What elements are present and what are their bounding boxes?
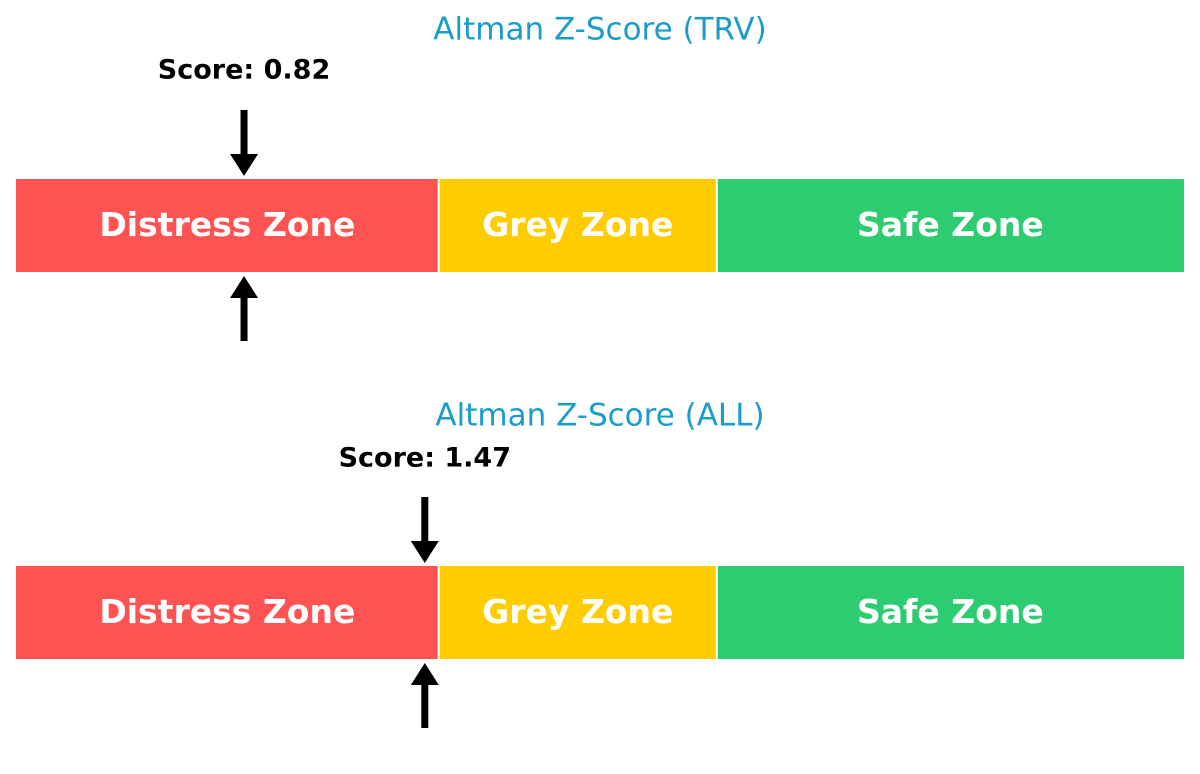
score-arrow-down-icon [230, 154, 259, 176]
score-label: Score: 0.82 [158, 55, 330, 86]
zone-label: Grey Zone [482, 205, 673, 244]
score-label: Score: 1.47 [339, 443, 511, 474]
score-arrow-down-icon [410, 541, 439, 563]
zone-label: Grey Zone [482, 592, 673, 631]
zone-bar-grey-zone [438, 566, 717, 659]
zone-bar-safe-zone [716, 179, 1184, 272]
score-arrow-up-icon [410, 663, 439, 685]
zone-label: Safe Zone [857, 592, 1044, 631]
zone-bar-distress-zone [16, 566, 439, 659]
zone-bar-distress-zone [16, 179, 439, 272]
zone-bar-grey-zone [438, 179, 717, 272]
zone-label: Distress Zone [99, 205, 355, 244]
score-arrow-up-icon [230, 276, 259, 298]
zone-bar-safe-zone [716, 566, 1184, 659]
chart-title: Altman Z-Score (TRV) [433, 12, 766, 48]
chart-title: Altman Z-Score (ALL) [435, 398, 764, 434]
zone-label: Safe Zone [857, 205, 1044, 244]
zone-label: Distress Zone [99, 592, 355, 631]
